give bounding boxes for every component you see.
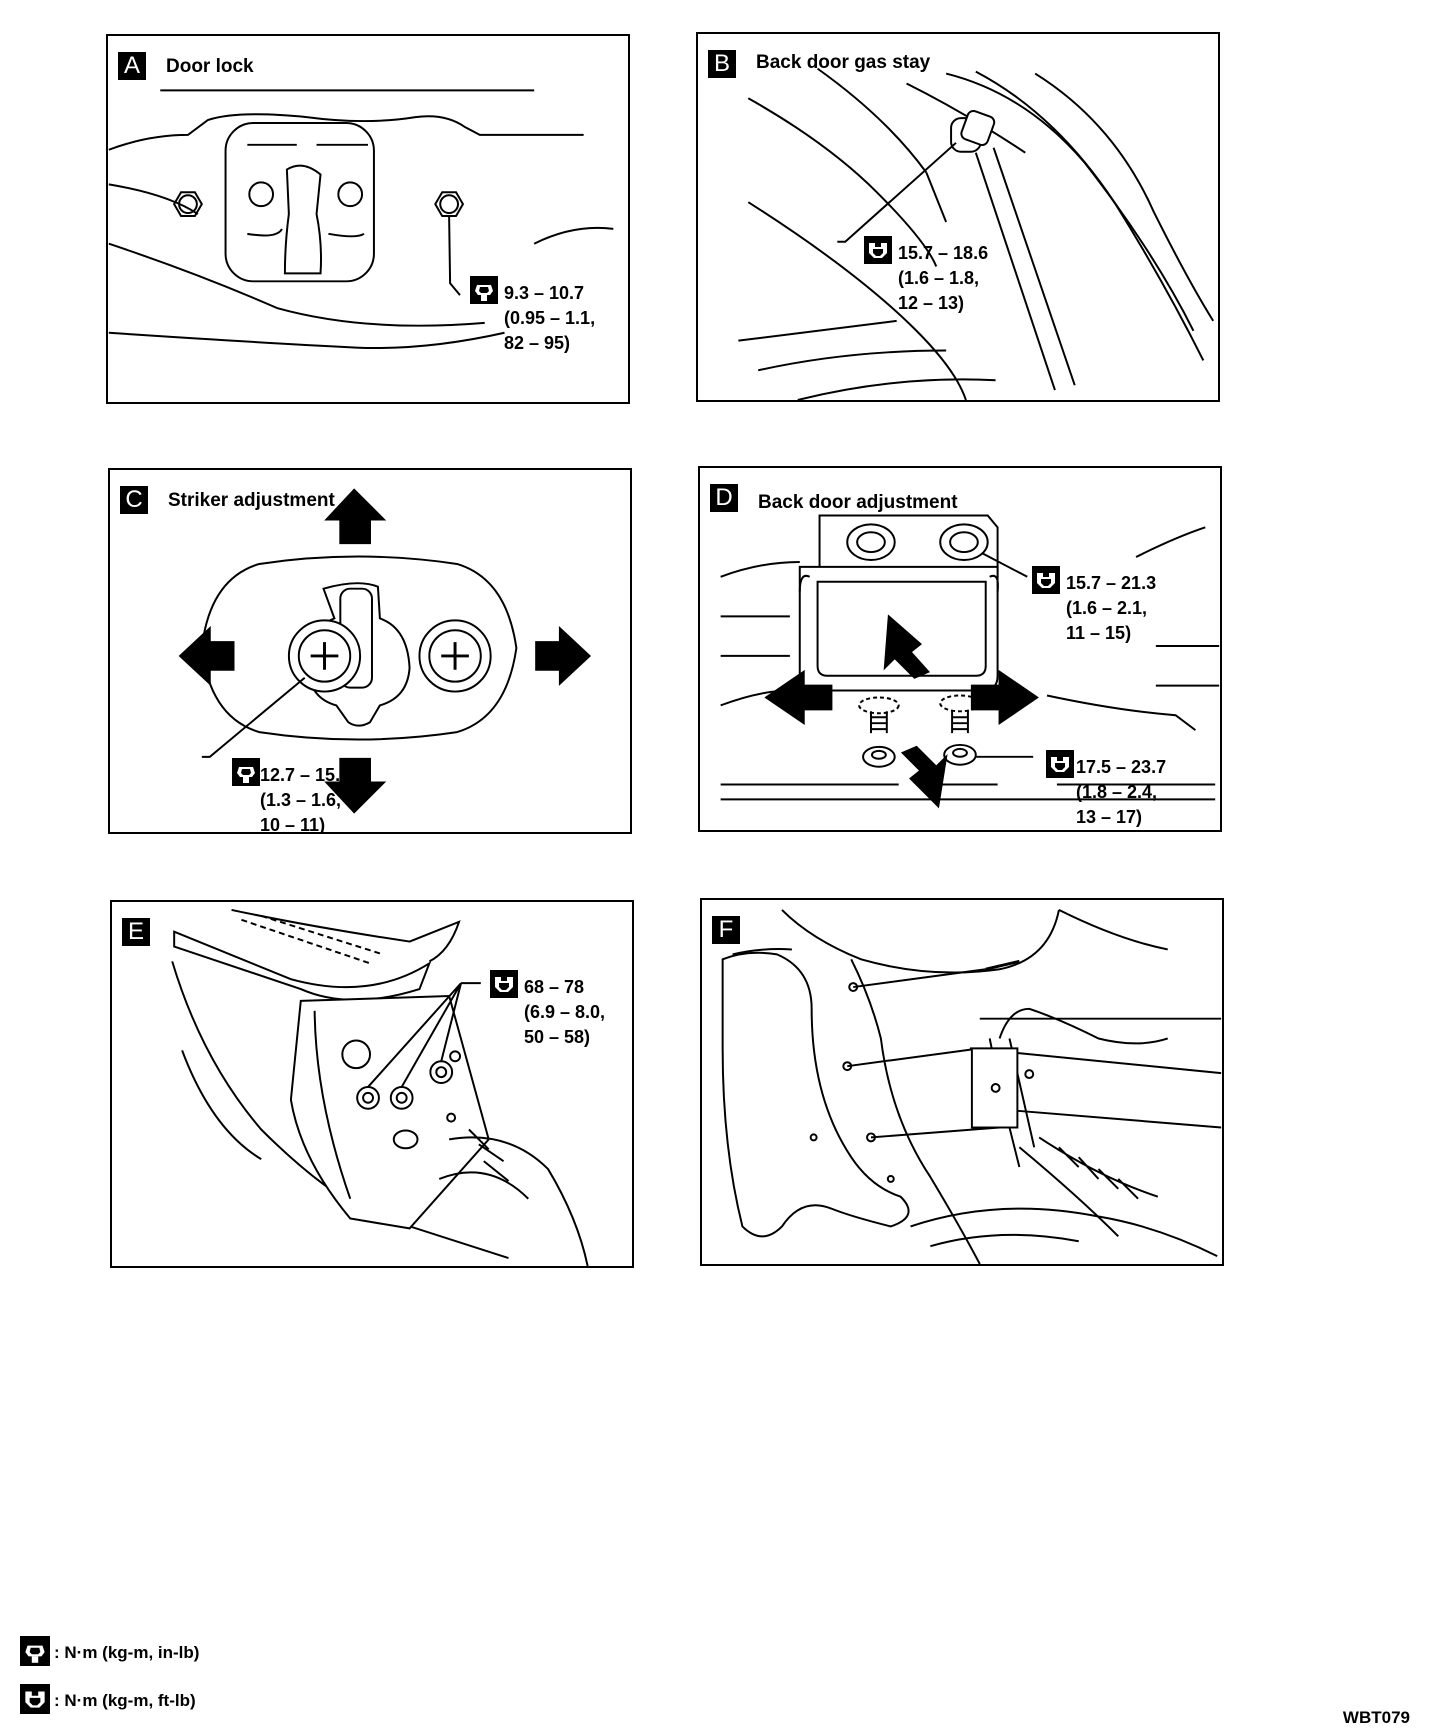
back-door-hinge-illustration xyxy=(720,514,1220,809)
panel-a-title: Door lock xyxy=(166,56,254,77)
torque-wrench-in-lb-icon xyxy=(232,758,260,786)
torque-wrench-in-lb-icon xyxy=(20,1636,50,1666)
panel-a-torque-spec: 9.3 – 10.7 (0.95 – 1.1, 82 – 95) xyxy=(470,276,595,356)
panel-a-letter: A xyxy=(118,52,146,80)
panel-b-spec-line-2: (1.6 – 1.8, xyxy=(898,268,980,288)
striker-illustration xyxy=(178,488,592,814)
torque-wrench-ft-lb-icon xyxy=(864,236,892,264)
panel-b-gas-stay: B Back door gas stay 15.7 – 18.6 (1.6 – … xyxy=(696,32,1220,402)
panel-b-spec-line-1: 15.7 – 18.6 xyxy=(898,243,989,263)
panel-d-lower-spec-line-1: 17.5 – 23.7 xyxy=(1076,757,1167,777)
torque-wrench-ft-lb-icon xyxy=(20,1684,50,1714)
mud-guard-illustration xyxy=(721,909,1222,1264)
panel-f-letter: F xyxy=(712,916,740,944)
panel-a-spec-line-3: 82 – 95) xyxy=(504,333,571,353)
panel-e-bumper-bracket: E 68 – 78 (6.9 – 8.0, 50 – 58) xyxy=(110,900,634,1268)
legend-in-lb-text: : N·m (kg-m, in-lb) xyxy=(54,1643,200,1662)
bumper-bracket-illustration xyxy=(171,908,589,1266)
panel-b-torque-spec: 15.7 – 18.6 (1.6 – 1.8, 12 – 13) xyxy=(864,236,988,316)
panel-a-door-lock: A Door lock 9.3 – 10.7 (0.95 – 1.1, 82 –… xyxy=(106,34,630,404)
panel-d-lower-torque-spec: 17.5 – 23.7 (1.8 – 2.4, 13 – 17) xyxy=(1046,750,1166,830)
panel-c-spec-line-1: 12.7 – 15.7 xyxy=(260,765,351,785)
panel-c-title: Striker adjustment xyxy=(168,490,335,511)
gas-stay-illustration xyxy=(738,67,1215,400)
panel-c-spec-line-2: (1.3 – 1.6, xyxy=(260,790,342,810)
panel-d-upper-spec-line-2: (1.6 – 2.1, xyxy=(1066,598,1148,618)
panel-b-spec-line-3: 12 – 13) xyxy=(898,293,965,313)
figure-code: WBT079 xyxy=(1342,1708,1410,1727)
panel-d-upper-spec-line-1: 15.7 – 21.3 xyxy=(1066,573,1157,593)
door-lock-illustration xyxy=(108,89,614,350)
panel-b-letter: B xyxy=(708,50,736,78)
panel-e-spec-line-3: 50 – 58) xyxy=(524,1027,591,1047)
panel-a-spec-line-2: (0.95 – 1.1, xyxy=(504,308,596,328)
panel-c-torque-spec: 12.7 – 15.7 (1.3 – 1.6, 10 – 11) xyxy=(232,758,351,834)
legend-in-lb: : N·m (kg-m, in-lb) xyxy=(20,1636,199,1666)
torque-wrench-ft-lb-icon xyxy=(1032,566,1060,594)
panel-c-striker-adjustment: C Striker adjustment 12.7 – 15.7 (1.3 – … xyxy=(108,468,632,834)
panel-e-spec-line-1: 68 – 78 xyxy=(524,977,585,997)
panel-e-letter: E xyxy=(122,918,150,946)
panel-e-torque-spec: 68 – 78 (6.9 – 8.0, 50 – 58) xyxy=(490,970,605,1050)
panel-d-back-door-adjustment: D Back door adjustment 15.7 – 21.3 (1.6 … xyxy=(698,466,1222,832)
panel-b-title: Back door gas stay xyxy=(756,52,931,73)
panel-d-letter: D xyxy=(710,484,738,512)
torque-wrench-ft-lb-icon xyxy=(1046,750,1074,778)
legend-ft-lb-text: : N·m (kg-m, ft-lb) xyxy=(54,1691,196,1710)
panel-c-letter: C xyxy=(120,486,148,514)
panel-d-lower-spec-line-3: 13 – 17) xyxy=(1076,807,1143,827)
panel-e-spec-line-2: (6.9 – 8.0, xyxy=(524,1002,606,1022)
panel-a-spec-line-1: 9.3 – 10.7 xyxy=(504,283,585,303)
panel-d-upper-spec-line-3: 11 – 15) xyxy=(1066,623,1132,643)
torque-wrench-in-lb-icon xyxy=(470,276,498,304)
torque-wrench-ft-lb-icon xyxy=(490,970,518,998)
panel-d-title: Back door adjustment xyxy=(758,492,958,513)
panel-f-mud-guard: F xyxy=(700,898,1224,1266)
panel-c-spec-line-3: 10 – 11) xyxy=(260,815,326,834)
legend-ft-lb: : N·m (kg-m, ft-lb) xyxy=(20,1684,196,1714)
panel-d-lower-spec-line-2: (1.8 – 2.4, xyxy=(1076,782,1158,802)
panel-d-upper-torque-spec: 15.7 – 21.3 (1.6 – 2.1, 11 – 15) xyxy=(1032,566,1156,646)
